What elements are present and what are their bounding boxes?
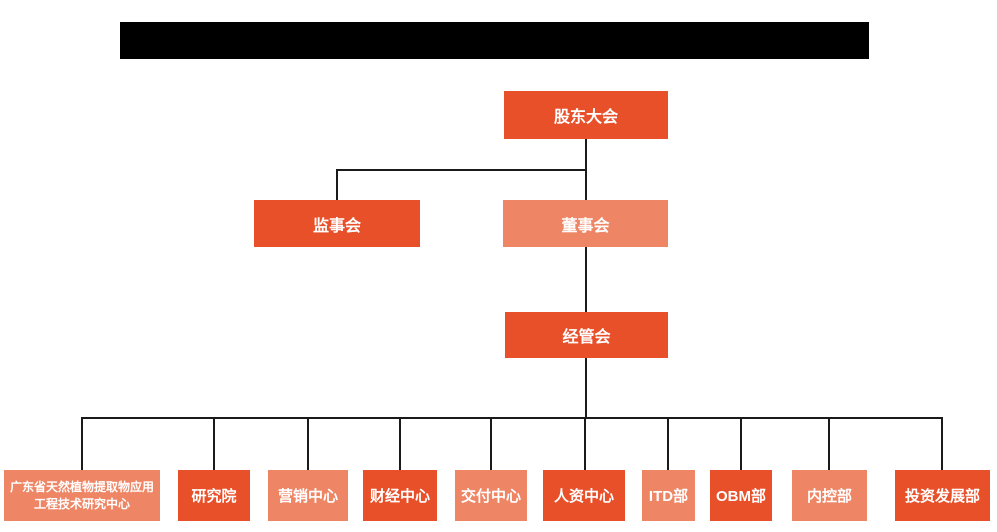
org-node-dept-investment-development: 投资发展部 [895,470,990,521]
org-node-dept-research-institute: 研究院 [178,470,250,521]
connector-branch-horizontal [336,169,587,171]
connector-drop [399,417,401,470]
org-node-dept-itd: ITD部 [642,470,695,521]
org-node-dept-research-center: 广东省天然植物提取物应用工程技术研究中心 [4,470,160,521]
connector-drop [81,417,83,470]
org-node-board-of-directors: 董事会 [503,200,668,247]
connector-drop [307,417,309,470]
org-node-dept-obm: OBM部 [710,470,772,521]
connector-drop [584,417,586,470]
connector-bus-horizontal [81,417,943,419]
connector-board-to-management [585,247,587,313]
connector-drop [740,417,742,470]
org-node-shareholders-meeting: 股东大会 [504,91,668,139]
org-node-dept-delivery-center: 交付中心 [455,470,527,521]
connector-drop [667,417,669,470]
org-node-dept-hr-center: 人资中心 [543,470,625,521]
connector-management-to-bus [585,358,587,418]
org-node-supervisory-board: 监事会 [254,200,420,247]
redacted-title-bar [120,22,869,59]
org-node-dept-finance-center: 财经中心 [363,470,437,521]
org-node-dept-marketing-center: 营销中心 [268,470,348,521]
connector-drop [213,417,215,470]
org-node-dept-internal-control: 内控部 [792,470,867,521]
connector-drop [828,417,830,470]
connector-branch-to-supervisory [336,169,338,200]
org-node-management-committee: 经管会 [505,312,668,358]
connector-drop [941,417,943,470]
connector-drop [490,417,492,470]
